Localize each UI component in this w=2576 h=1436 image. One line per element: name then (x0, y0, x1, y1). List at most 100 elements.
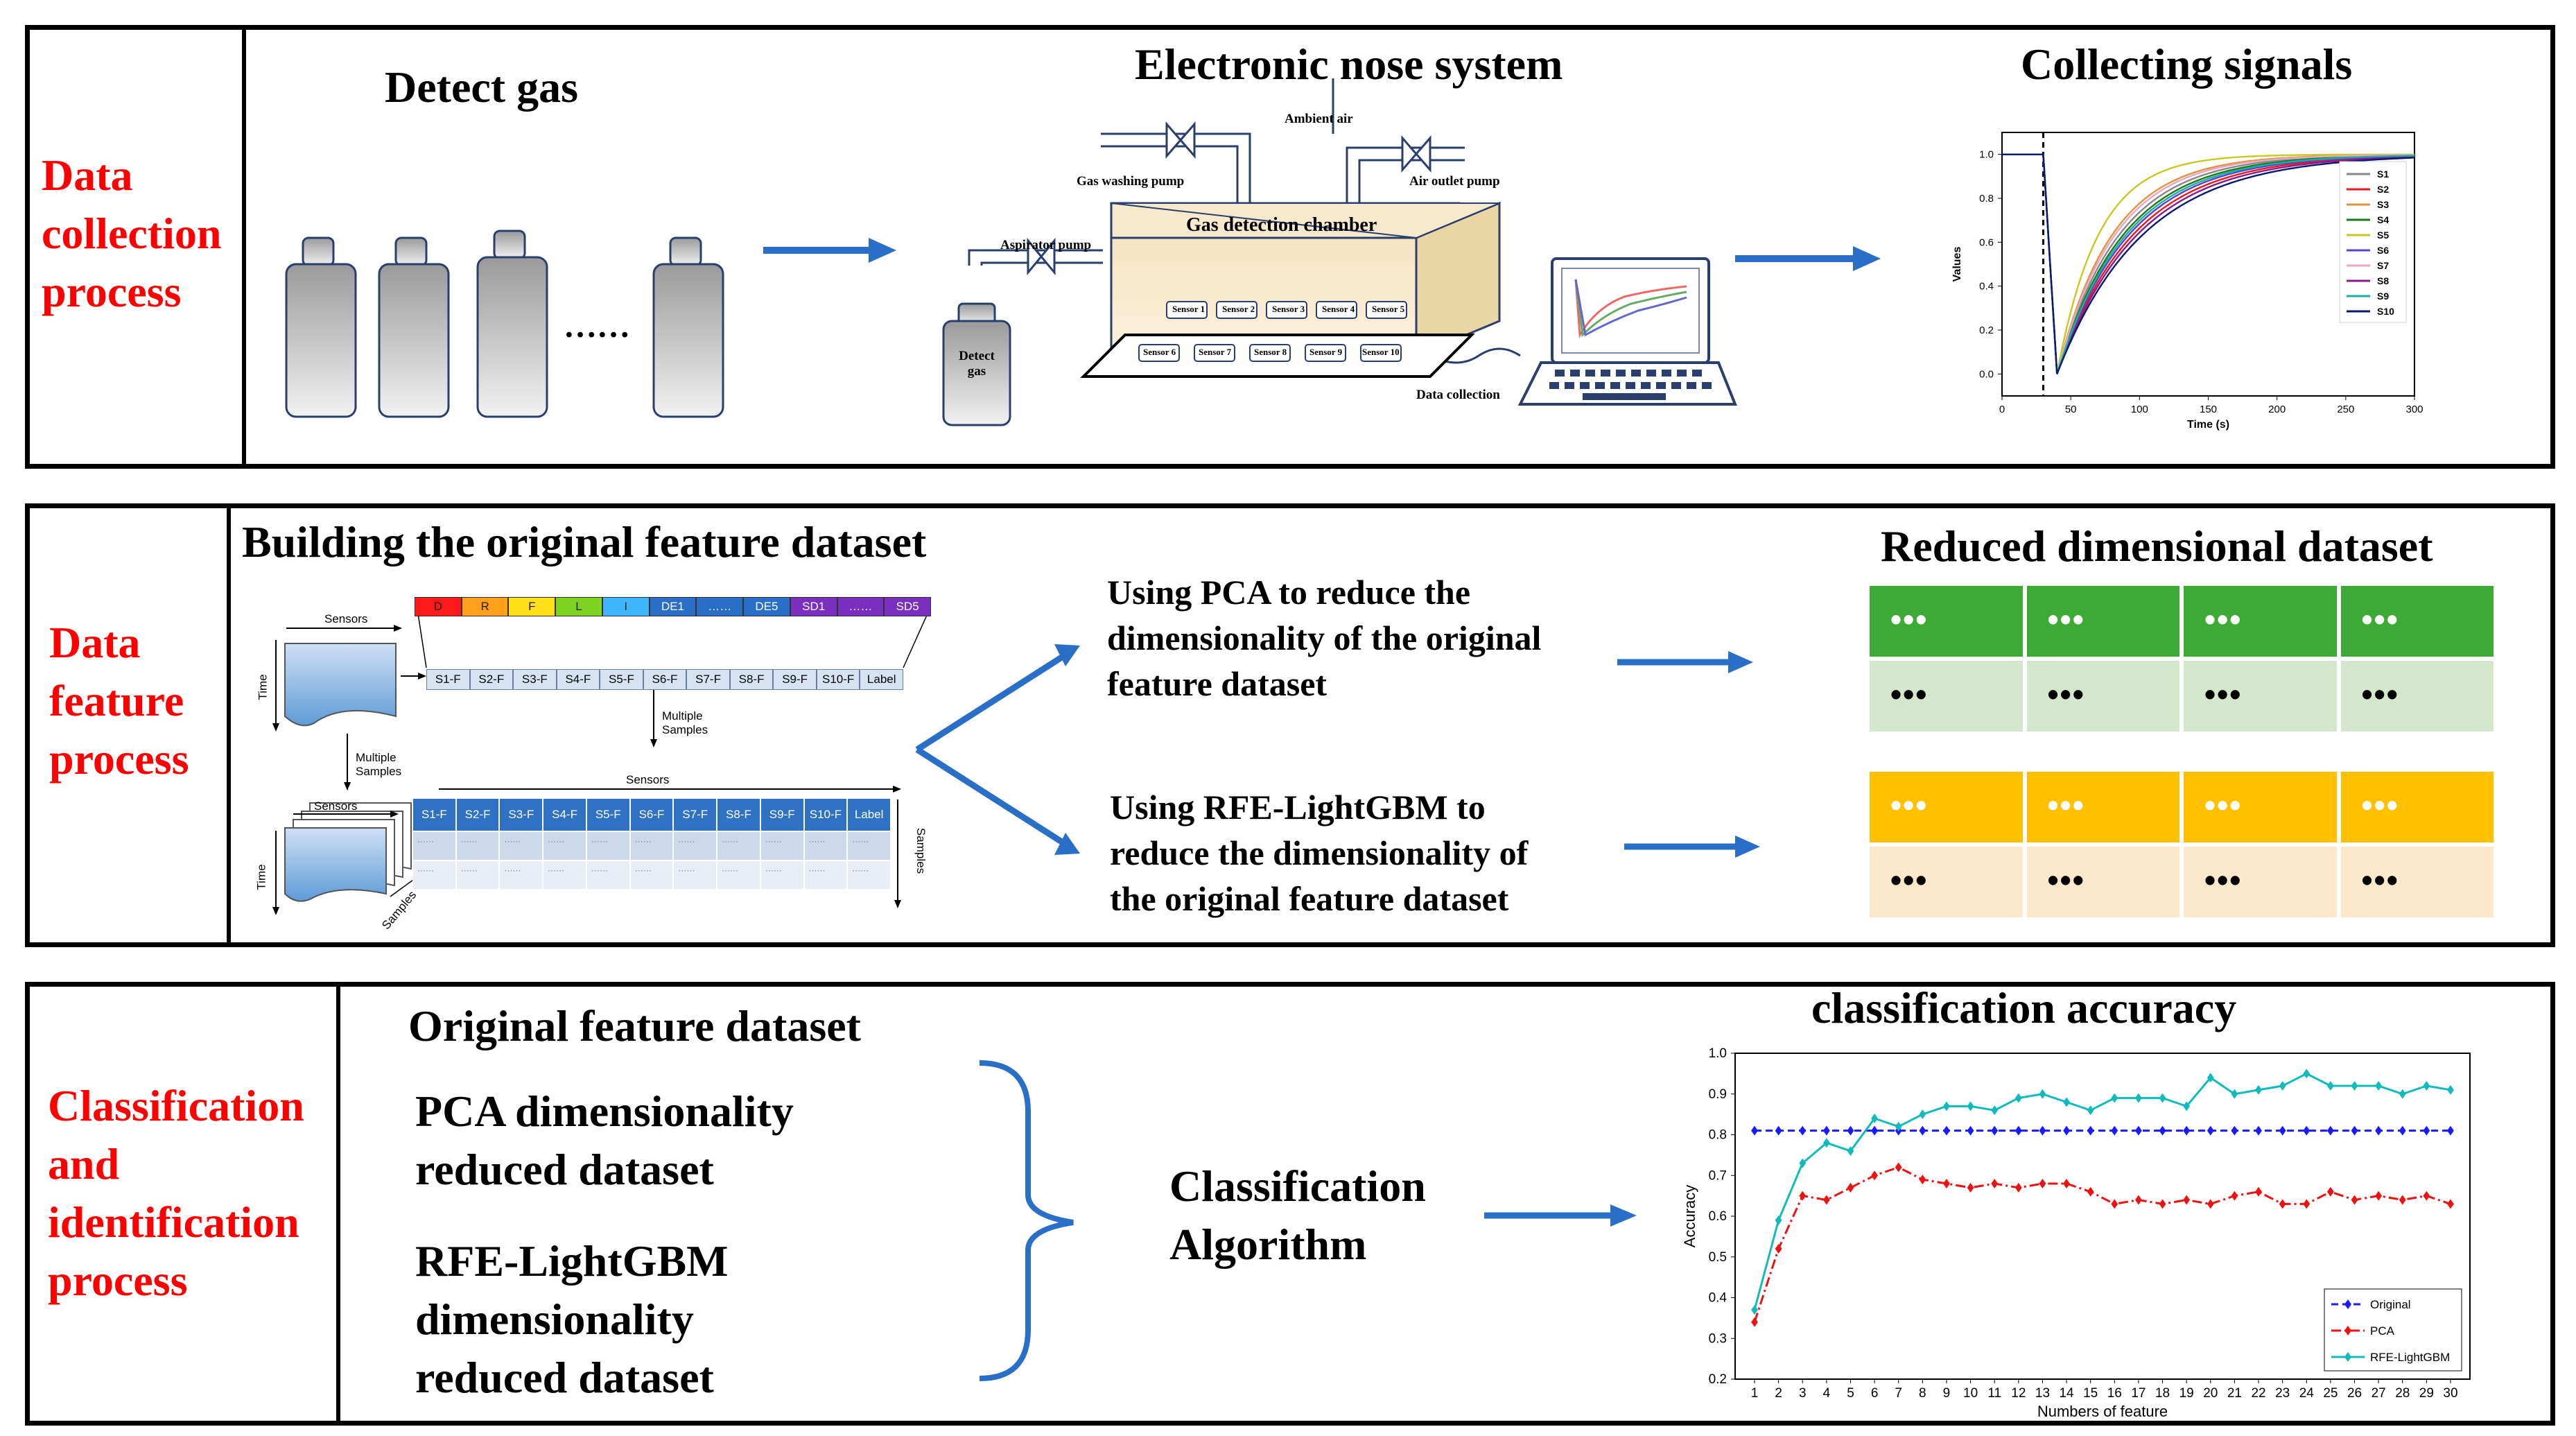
data-point (2039, 1089, 2046, 1099)
sensors-label: Sensors (324, 612, 368, 625)
row3-divider (336, 987, 340, 1421)
y-tick-label: 0.4 (1709, 1291, 1728, 1306)
reduced-cell-dots: ••• (2204, 601, 2243, 637)
feature-filler-cell: ······ (543, 860, 586, 890)
x-tick-label: 5 (1847, 1386, 1854, 1401)
accuracy-title: classification accuracy (1811, 983, 2237, 1032)
legend-label: S8 (2377, 275, 2389, 286)
feature-header-cell: S7-F (673, 798, 717, 831)
valve-icon (1027, 121, 1431, 276)
reduced-cell: ••• (2026, 772, 2179, 842)
series-line (1753, 1166, 2451, 1323)
reduced-cell: ••• (2340, 586, 2494, 657)
reduced-cell-dots: ••• (2361, 787, 2399, 823)
y-tick-label: 0.4 (1979, 281, 1994, 293)
feature-build-diagram (272, 613, 928, 915)
x-tick-label: 20 (2203, 1386, 2218, 1401)
reduced-cell-dots: ••• (1890, 601, 1929, 637)
reduced-cell: ••• (1870, 661, 2023, 732)
data-point (2014, 1093, 2022, 1103)
feature-cell: S8-F (729, 669, 774, 690)
data-point (2255, 1084, 2262, 1095)
series-line (2002, 153, 2414, 374)
data-point (1822, 1125, 1830, 1136)
data-point (1967, 1182, 1974, 1193)
legend-marker (2344, 1299, 2351, 1309)
bottles-ellipsis: …… (564, 308, 630, 345)
reduced-cell: ••• (2340, 847, 2494, 917)
y-tick-label: 0.6 (1709, 1209, 1727, 1224)
x-tick-label: 250 (2337, 404, 2354, 415)
samples-label: Samples (379, 888, 419, 933)
x-tick-label: 10 (1963, 1386, 1978, 1401)
y-tick-label: 0.9 (1709, 1087, 1727, 1102)
legend-label: PCA (2370, 1324, 2395, 1338)
data-point (2039, 1179, 2046, 1188)
data-point (2399, 1195, 2406, 1205)
x-tick-label: 9 (1943, 1386, 1951, 1401)
reduced-cell: ••• (1870, 847, 2023, 917)
feature-header-cell: S10-F (803, 798, 848, 831)
feature-filler-cell: ······ (847, 831, 891, 860)
data-point (2183, 1125, 2191, 1136)
feature-color-cell: L (555, 597, 602, 616)
y-tick-label: 0.6 (1979, 236, 1994, 248)
data-point (2255, 1186, 2262, 1197)
feature-filler-cell: ······ (586, 831, 630, 860)
x-tick-label: 0 (1999, 404, 2005, 415)
feature-filler-cell: ······ (629, 860, 674, 890)
legend-label: Original (2370, 1298, 2411, 1311)
data-point (2231, 1089, 2238, 1099)
y-tick-label: 0.3 (1709, 1331, 1727, 1346)
reduced-cell-dots: ••• (2047, 787, 2085, 823)
ambient-air-label: Ambient air (1285, 112, 1353, 126)
feature-filler-cell: ······ (673, 831, 717, 860)
reduced-cell: ••• (2184, 847, 2337, 917)
feature-cell: S10-F (816, 669, 860, 690)
legend-label: S4 (2377, 214, 2389, 225)
x-tick-label: 29 (2419, 1386, 2434, 1401)
data-point (2375, 1191, 2383, 1201)
x-tick-label: 22 (2251, 1386, 2265, 1401)
reduced-cell-dots: ••• (2204, 676, 2243, 712)
legend-label: S5 (2377, 230, 2389, 241)
y-tick-label: 0.0 (1979, 368, 1994, 380)
x-tick-label: 16 (2107, 1386, 2122, 1401)
legend-label: RFE-LightGBM (2370, 1351, 2450, 1364)
detect-gas-title: Detect gas (385, 62, 578, 112)
enose-diagram (942, 78, 1737, 426)
feature-filler-cell: ······ (455, 860, 500, 890)
data-point (2159, 1125, 2166, 1136)
aspirator-pump-label: Aspirator pump (1000, 238, 1092, 252)
data-point (2014, 1125, 2022, 1136)
reduced-cell: ••• (2340, 661, 2494, 732)
y-tick-label: 0.8 (1979, 193, 1994, 205)
reduced-cell: ••• (2026, 661, 2179, 732)
reduced-grid: ••••••••••••••••••••••••••••••••••••••••… (1870, 586, 2498, 919)
data-point (2399, 1089, 2406, 1099)
feature-filler-cell: ······ (803, 860, 848, 890)
data-point (2111, 1093, 2118, 1103)
y-tick-label: 0.8 (1709, 1128, 1727, 1143)
x-tick-label: 3 (1799, 1386, 1807, 1401)
enose-title: Electronic nose system (1135, 40, 1563, 89)
y-tick-label: 0.5 (1709, 1250, 1727, 1265)
feature-header-cell: S4-F (543, 798, 586, 831)
feature-filler-cell: ······ (499, 831, 543, 860)
data-point (2255, 1125, 2262, 1136)
data-point (2087, 1105, 2094, 1116)
feature-header-cell: S5-F (586, 798, 630, 831)
x-tick-label: 150 (2200, 404, 2217, 415)
feature-color-cell: DE5 (743, 597, 790, 616)
reduced-title: Reduced dimensional dataset (1881, 521, 2433, 571)
data-point (1751, 1125, 1758, 1136)
reduced-cell: ••• (2026, 586, 2179, 657)
